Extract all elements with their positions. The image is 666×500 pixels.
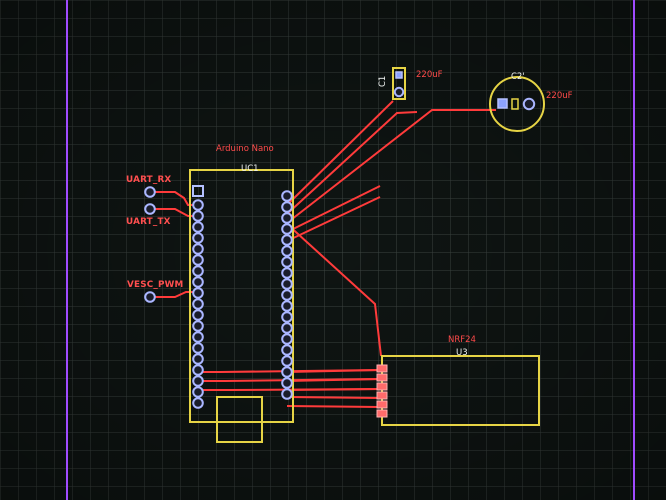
c1-pad-2 <box>393 86 405 98</box>
c2-capacitor[interactable]: C2' 220uF <box>489 72 573 132</box>
c2-outline <box>489 76 545 132</box>
u3-value-label: NRF24 <box>448 335 476 345</box>
c2-pad-1 <box>497 98 508 109</box>
c2-designator-label: C2' <box>511 72 525 82</box>
vesc-pwm-pad[interactable] <box>144 291 156 303</box>
c1-designator-label: C1 <box>378 76 388 87</box>
uc1-usb-outline <box>216 396 263 443</box>
u3-nrf24[interactable]: NRF24 U3 <box>376 335 540 426</box>
uc1-value-label: Arduino Nano <box>216 144 274 154</box>
c1-outline <box>392 67 406 100</box>
uc1-designator-label: UC1 <box>241 164 259 174</box>
c1-pad-1 <box>395 71 403 79</box>
uart-tx-label: UART_TX <box>126 217 171 227</box>
u3-designator-label: U3 <box>456 348 468 358</box>
uart-rx-pad[interactable] <box>144 186 156 198</box>
vesc-pwm-label: VESC_PWM <box>127 280 184 290</box>
c2-pad-2 <box>522 97 536 111</box>
uc1-left-pins <box>192 185 204 409</box>
traces <box>150 100 496 408</box>
net-labels: UART_RX UART_TX VESC_PWM <box>126 175 184 303</box>
uc1-arduino-nano[interactable]: Arduino Nano UC1 <box>189 144 294 443</box>
uc1-outline <box>189 169 294 423</box>
uart-tx-pad[interactable] <box>144 203 156 215</box>
c2-value-label: 220uF <box>546 91 573 101</box>
c1-value-label: 220uF <box>416 70 443 80</box>
uart-rx-label: UART_RX <box>126 175 171 185</box>
uc1-right-pins <box>281 190 293 400</box>
c2-polarity-mark <box>511 98 519 110</box>
c1-capacitor[interactable]: 220uF C1 <box>378 67 443 100</box>
u3-pins <box>376 364 388 418</box>
